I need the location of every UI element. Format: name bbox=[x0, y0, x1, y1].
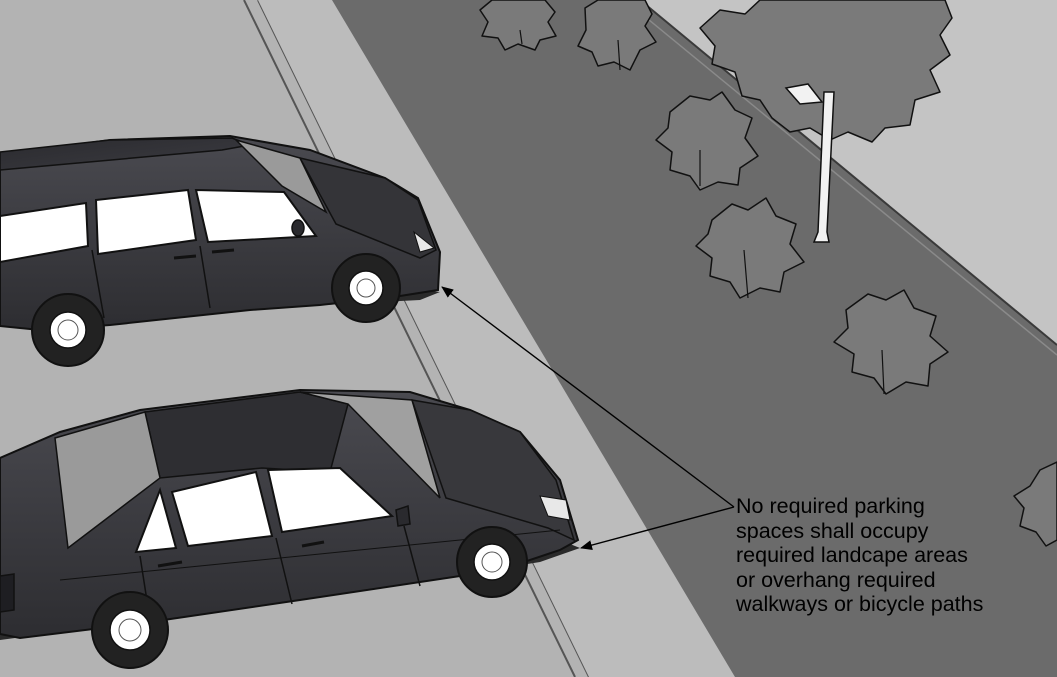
annotation-line: walkways or bicycle paths bbox=[736, 592, 1054, 617]
wheel bbox=[457, 527, 527, 597]
annotation-line: spaces shall occupy bbox=[736, 519, 1054, 544]
annotation-line: required landcape areas bbox=[736, 543, 1054, 568]
wheel bbox=[92, 592, 168, 668]
annotation-line: No required parking bbox=[736, 494, 1054, 519]
annotation-line: or overhang required bbox=[736, 568, 1054, 593]
wheel bbox=[32, 294, 104, 366]
annotation-callout: No required parking spaces shall occupy … bbox=[736, 494, 1054, 617]
wheel bbox=[332, 254, 400, 322]
